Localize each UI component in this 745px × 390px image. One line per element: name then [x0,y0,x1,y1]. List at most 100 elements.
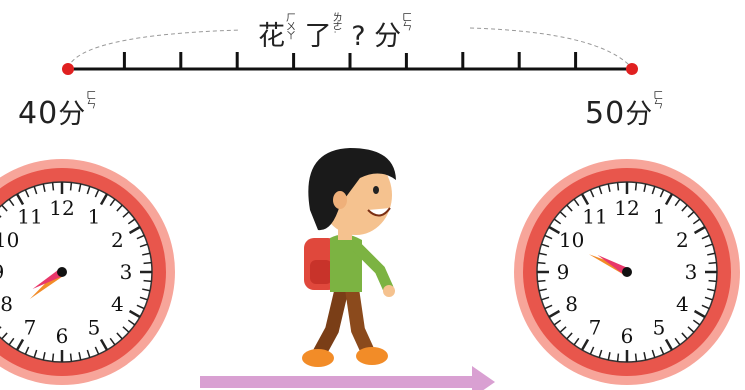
clock-number: 3 [120,260,133,284]
clock-minute-tick [136,304,145,310]
clock-number: 7 [24,315,37,339]
clock-minute-tick [707,288,716,292]
clock-number: 8 [0,292,13,316]
clock-minute-tick [139,296,148,301]
clock-minute-tick [693,309,706,319]
clock-minute-tick [553,319,562,326]
start-dot [62,63,74,75]
clock-minute-tick [127,218,136,225]
clock-minute-tick [8,337,15,346]
clock-minute-tick [704,296,713,301]
clock-number: 8 [565,292,578,316]
clock-number: 9 [0,260,4,284]
clock-minute-tick [78,183,82,192]
clock-minute-tick [580,193,590,206]
clock-center-pin [57,267,67,277]
clock-minute-tick [1,204,8,212]
clock-number: 2 [676,228,689,252]
clock-minute-tick [94,189,100,198]
question-char-4: 分 [374,21,402,52]
clock-minute-tick [139,243,148,248]
clock-number: 1 [88,205,101,229]
clock-minute-tick [634,182,638,191]
start-time-label: 40分ㄈㄣ [18,91,97,132]
clock-minute-tick [116,204,123,212]
clock-minute-tick [86,186,91,195]
clock-minute-tick [707,252,716,256]
clock-minute-tick [708,261,717,265]
clock-minute-tick [143,279,152,283]
clock-minute-tick [643,352,647,361]
clock-number: 1 [653,205,666,229]
clock-minute-tick [573,198,580,207]
clock-minute-tick [643,183,647,192]
start-unit: 分 [58,99,86,130]
clock-minute-tick [51,353,55,362]
clock-minute-tick [127,319,136,326]
clock-minute-tick [659,346,665,355]
clock-minute-tick [664,338,674,351]
clock-minute-tick [692,218,701,225]
clock-minute-tick [580,338,590,351]
end-minute-value: 50 [585,96,626,131]
clock-minute-tick [0,215,2,218]
clock-minute-tick [566,332,573,340]
question-char-2: 了 [304,21,332,52]
end-dot [626,63,638,75]
clock-minute-tick [664,193,674,206]
clock-number: 6 [621,324,634,348]
clock-minute-tick [553,218,562,225]
clock-minute-tick [15,338,25,351]
clock-minute-tick [142,252,151,256]
clock-minute-tick [1,332,8,340]
arrow-right-icon [200,366,495,390]
clock-number: 5 [88,315,101,339]
clock-minute-hand [32,268,64,289]
clock-minute-tick [69,182,73,191]
clock-minute-tick [86,349,91,358]
clock-minute-tick [42,183,46,192]
clock-minute-tick [537,279,546,283]
clock-minute-tick [541,296,550,301]
clock-minute-tick [674,337,681,346]
clock-number: 11 [582,205,607,229]
clock-minute-tick [589,189,595,198]
clock-minute-tick [548,225,561,235]
clock-minute-tick [598,186,603,195]
clock-number: 7 [589,315,602,339]
clock-minute-tick [687,211,695,218]
clock-minute-tick [136,234,145,240]
clock-minute-tick [122,211,130,218]
clock-minute-tick [607,352,611,361]
clock-minute-tick [616,182,620,191]
question-zhuyin-2: ㄌㄜ˙ [332,13,343,42]
clock-number: 12 [614,196,639,220]
clock-minute-tick [122,326,130,333]
clock-minute-tick [559,326,567,333]
clock-number: 3 [685,260,698,284]
clock-minute-tick [541,243,550,248]
clock-minute-tick [142,288,151,292]
clock-minute-tick [33,186,38,195]
clock-minute-tick [24,189,30,198]
clock-minute-tick [681,204,688,212]
clock-minute-tick [99,338,109,351]
clock-minute-tick [99,193,109,206]
clock-number: 4 [111,292,124,316]
question-char-1: 花 [258,21,285,52]
clock-minute-tick [544,304,553,310]
clock-minute-hand [597,255,629,276]
clock-minute-tick [674,198,681,207]
clock-number: 4 [676,292,689,316]
start-unit-zhuyin: ㄈㄣ [86,91,97,111]
clock-number: 5 [653,315,666,339]
clock-minute-tick [538,288,547,292]
clock-minute-tick [598,349,603,358]
clock-number: 2 [111,228,124,252]
question-zhuyin-4: ㄈㄣ [402,13,413,33]
end-unit-zhuyin: ㄈㄣ [653,91,664,111]
clock-number: 12 [49,196,74,220]
clock-minute-tick [687,326,695,333]
clock-minute-tick [15,193,25,206]
